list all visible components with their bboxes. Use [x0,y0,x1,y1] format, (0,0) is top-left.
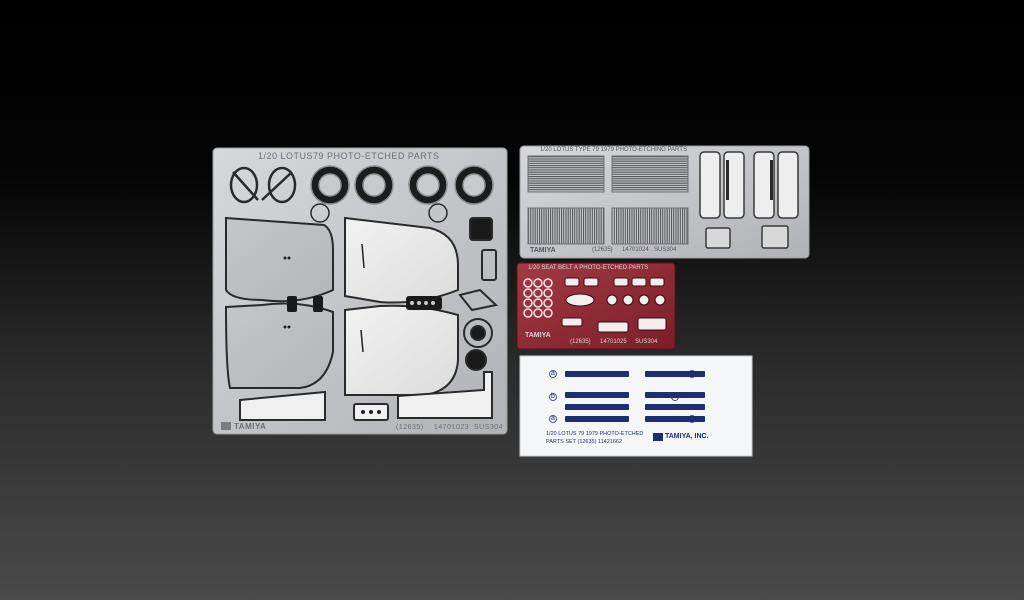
large-photo-etched-sheet [212,147,508,435]
right-column-parts [458,217,499,371]
mirror-parts [229,166,297,204]
tamiya-logo-mark [221,422,231,430]
decal-sheet [519,355,753,457]
grille-fret-code: 14701024 [622,247,649,253]
decal-caption-line1: 1/20 LOTUS 79 1979 PHOTO-ETCHED [546,431,644,437]
tamiya-decal-logo [653,433,663,441]
decal-caption-line2: PARTS SET (12635) 11421662 [546,439,623,445]
seat-belt-fret-brand: TAMIYA [525,332,551,339]
seat-belt-fret-code: 14701025 [600,339,627,345]
decal-label: c [690,370,694,377]
grille-fret-brand: TAMIYA [530,247,556,254]
decal-label: d [673,393,677,400]
decal-label: b [551,393,555,400]
grille-photo-etched-fret [519,145,810,259]
seat-belt-photo-etched-fret [516,262,676,350]
seat-belt-fret-title: 1/20 SEAT BELT A PHOTO-ETCHED PARTS [528,265,649,271]
side-panels-right [344,216,459,396]
decal-label: c [690,415,694,422]
rim-parts-top [310,165,494,205]
grille-fret-part-number: (12635) [592,247,613,253]
bottom-strip-parts [239,371,493,421]
large-sheet-part-number: (12635) [396,424,424,431]
seat-belt-fret-material: SUS304 [635,339,658,345]
seat-belt-fret-part-number: (12635) [570,339,591,345]
decal-label: a [551,370,555,377]
large-sheet-title: 1/20 LOTUS79 PHOTO-ETCHED PARTS [258,151,440,161]
grille-fret-material: SUS304 [654,247,677,253]
decal-label: a [551,415,555,422]
large-sheet-code: 14701023 [434,424,470,431]
large-sheet-brand: TAMIYA [234,422,267,431]
decal-brand: TAMIYA, INC. [665,433,709,440]
grille-fret-title: 1/20 LOTUS TYPE 79 1979 PHOTO-ETCHING PA… [540,147,687,153]
large-sheet-material: SUS304 [474,424,504,431]
